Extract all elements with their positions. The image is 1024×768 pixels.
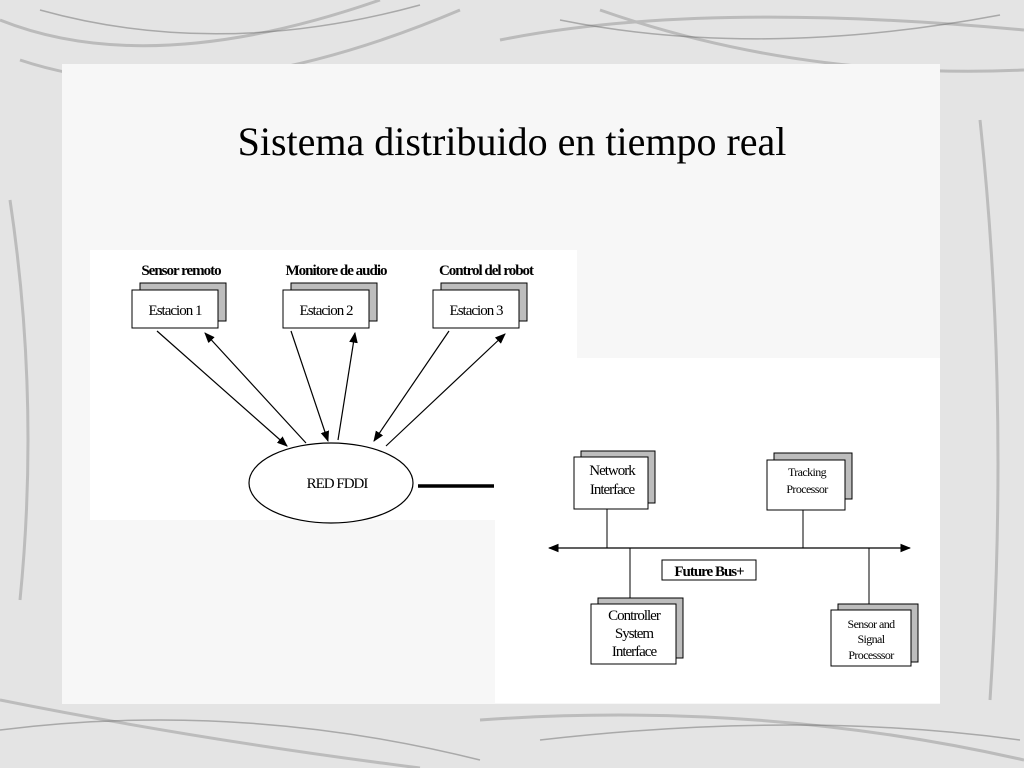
tracking-processor-line1: Tracking bbox=[788, 465, 827, 479]
station-2-heading: Monitore de audio bbox=[285, 263, 387, 279]
sensor-signal-processor-module: Sensor and Signal Processsor bbox=[830, 603, 919, 667]
controller-line3: Interface bbox=[612, 644, 658, 660]
network-interface-module: Network Interface bbox=[573, 450, 656, 510]
tracking-processor-module: Tracking Processor bbox=[766, 452, 853, 511]
station-1-heading: Sensor remoto bbox=[141, 263, 221, 279]
station-3-label: Estacion 3 bbox=[450, 303, 503, 319]
fddi-network-ellipse bbox=[248, 442, 414, 524]
controller-system-interface-module: Controller System Interface bbox=[590, 597, 684, 665]
link-station1-to-net bbox=[156, 330, 288, 447]
network-interface-line2: Interface bbox=[590, 482, 636, 498]
station-3-heading: Control del robot bbox=[439, 263, 534, 279]
station-3-box: Estacion 3 bbox=[432, 282, 528, 329]
future-bus-label: Future Bus+ bbox=[674, 564, 744, 580]
tracking-processor-line2: Processor bbox=[786, 482, 828, 496]
controller-line2: System bbox=[615, 626, 655, 642]
sensor-signal-line3: Processsor bbox=[848, 648, 894, 662]
link-net-to-station2 bbox=[337, 331, 358, 441]
sensor-signal-line1: Sensor and bbox=[848, 617, 896, 631]
network-interface-line1: Network bbox=[589, 463, 636, 479]
sensor-signal-line2: Signal bbox=[857, 632, 885, 646]
station-2-label: Estacion 2 bbox=[300, 303, 353, 319]
future-bus-label-box bbox=[661, 559, 757, 581]
link-station2-to-net bbox=[290, 330, 329, 443]
link-net-to-station1 bbox=[204, 332, 307, 444]
station-2-box: Estacion 2 bbox=[282, 282, 378, 329]
slide-title: Sistema distribuido en tiempo real bbox=[237, 119, 787, 164]
fddi-network-label: RED FDDI bbox=[307, 476, 369, 492]
controller-line1: Controller bbox=[608, 608, 661, 624]
station-1-box: Estacion 1 bbox=[131, 282, 227, 329]
station-1-label: Estacion 1 bbox=[149, 303, 202, 319]
link-net-to-station3 bbox=[385, 333, 506, 447]
link-station3-to-net bbox=[373, 330, 450, 442]
station-network-links bbox=[156, 330, 506, 447]
